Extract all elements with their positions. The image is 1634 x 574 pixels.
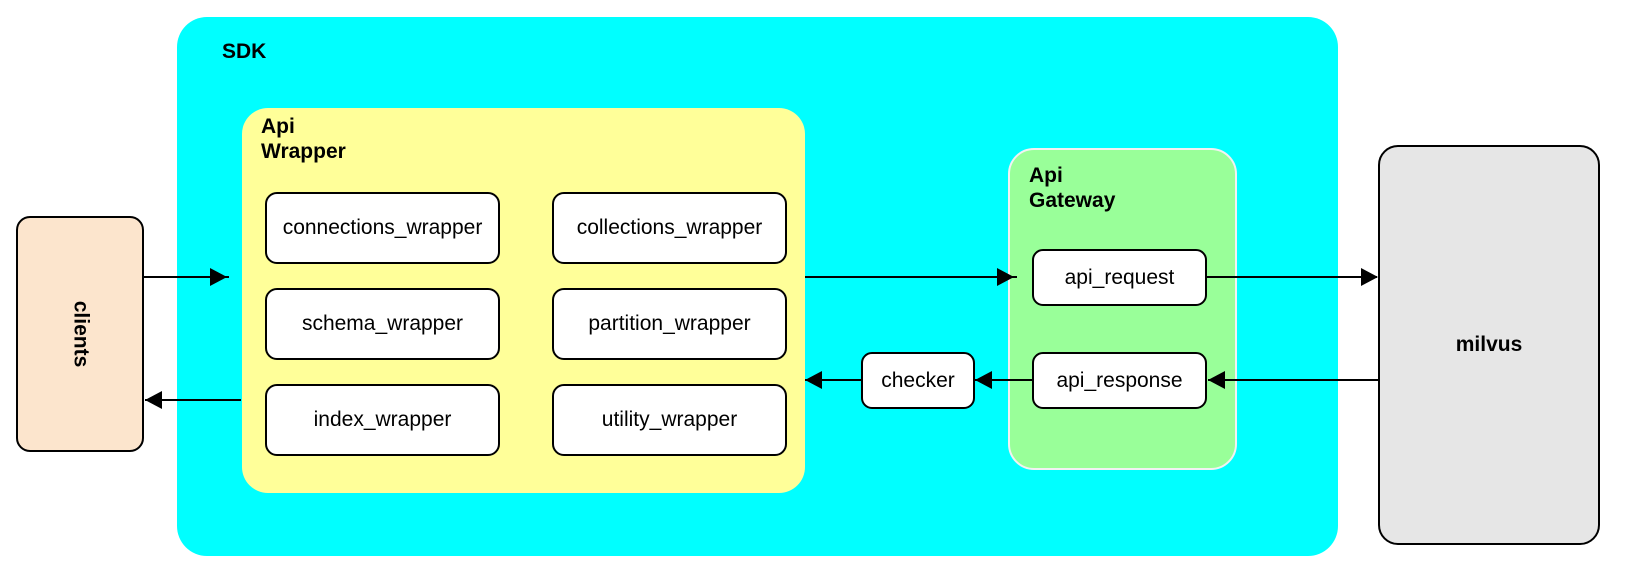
wrapper-label: index_wrapper: [313, 408, 452, 431]
wrapper-box-utility[interactable]: utility_wrapper: [552, 384, 787, 456]
wrapper-label: schema_wrapper: [301, 312, 464, 335]
connector-wrapper-to-clients: [145, 399, 241, 401]
clients-label: clients: [69, 300, 92, 368]
checker-box[interactable]: checker: [861, 352, 975, 409]
api-gateway-label: Api Gateway: [1029, 164, 1116, 212]
api-gateway-container: [1008, 148, 1237, 470]
wrapper-box-partition[interactable]: partition_wrapper: [552, 288, 787, 360]
connector-wrapper-to-api-request: [805, 276, 1017, 278]
sdk-label: SDK: [222, 40, 267, 63]
arrowhead-left-icon: [1208, 371, 1225, 389]
milvus-box[interactable]: milvus: [1378, 145, 1600, 545]
wrapper-box-connections[interactable]: connections_wrapper: [265, 192, 500, 264]
connector-clients-to-wrapper: [144, 276, 229, 278]
arrowhead-left-icon: [975, 371, 992, 389]
gateway-box-api-request[interactable]: api_request: [1032, 249, 1207, 306]
gateway-box-api-response[interactable]: api_response: [1032, 352, 1207, 409]
milvus-label: milvus: [1455, 333, 1523, 356]
wrapper-box-collections[interactable]: collections_wrapper: [552, 192, 787, 264]
arrowhead-left-icon: [145, 391, 162, 409]
checker-label: checker: [881, 368, 955, 392]
wrapper-label: partition_wrapper: [588, 312, 751, 335]
arrowhead-right-icon: [997, 268, 1014, 286]
gateway-label: api_response: [1056, 368, 1183, 392]
clients-box[interactable]: clients: [16, 216, 144, 452]
gateway-label: api_request: [1064, 265, 1175, 289]
wrapper-label: utility_wrapper: [601, 408, 738, 431]
arrowhead-right-icon: [210, 268, 227, 286]
arrowhead-right-icon: [1361, 268, 1378, 286]
wrapper-label: collections_wrapper: [576, 216, 763, 239]
api-wrapper-label: Api Wrapper: [261, 115, 346, 163]
wrapper-label: connections_wrapper: [282, 216, 483, 239]
wrapper-box-index[interactable]: index_wrapper: [265, 384, 500, 456]
connector-api-request-to-milvus: [1207, 276, 1377, 278]
connector-api-response-to-checker: [975, 379, 1033, 381]
connector-milvus-to-api-response: [1208, 379, 1378, 381]
connector-checker-to-wrapper: [805, 379, 862, 381]
wrapper-box-schema[interactable]: schema_wrapper: [265, 288, 500, 360]
arrowhead-left-icon: [805, 371, 822, 389]
